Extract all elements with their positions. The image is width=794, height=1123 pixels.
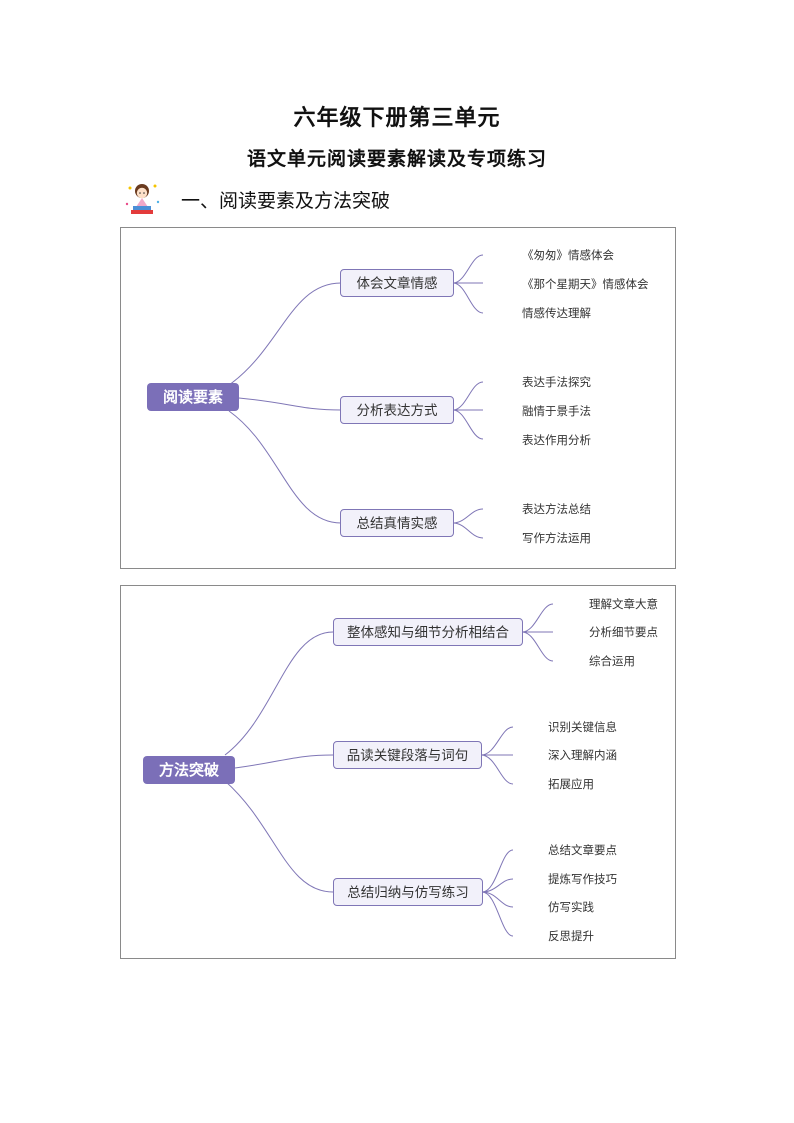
branch-node: 总结真情实感 bbox=[340, 509, 454, 537]
leaf-item: 深入理解内涵 bbox=[548, 748, 617, 762]
branch-node: 品读关键段落与词句 bbox=[333, 741, 482, 769]
mindmap-method-breakthrough: 方法突破 整体感知与细节分析相结合 品读关键段落与词句 总结归纳与仿写练习 理解… bbox=[120, 585, 676, 959]
mindmap-connectors bbox=[224, 603, 554, 937]
leaf-item: 表达方法总结 bbox=[522, 502, 591, 516]
document-title: 六年级下册第三单元 bbox=[293, 106, 501, 131]
leaf-item: 拓展应用 bbox=[548, 777, 594, 791]
leaf-item: 综合运用 bbox=[589, 654, 635, 668]
leaf-item: 识别关键信息 bbox=[548, 720, 617, 734]
leaf-item: 表达作用分析 bbox=[522, 433, 591, 447]
branch-node: 体会文章情感 bbox=[340, 269, 454, 297]
leaf-item: 总结文章要点 bbox=[548, 843, 617, 857]
leaf-item: 分析细节要点 bbox=[589, 625, 658, 639]
branch-node: 分析表达方式 bbox=[340, 396, 454, 424]
leaf-item: 《那个星期天》情感体会 bbox=[522, 277, 649, 291]
mindmap-connectors bbox=[228, 254, 484, 539]
leaf-item: 理解文章大意 bbox=[589, 597, 658, 611]
leaf-item: 融情于景手法 bbox=[522, 404, 591, 418]
leaf-item: 表达手法探究 bbox=[522, 375, 591, 389]
leaf-item: 提炼写作技巧 bbox=[548, 872, 617, 886]
mindmap-root: 方法突破 bbox=[143, 756, 235, 784]
leaf-item: 仿写实践 bbox=[548, 900, 594, 914]
leaf-item: 情感传达理解 bbox=[522, 306, 591, 320]
mindmap-root: 阅读要素 bbox=[147, 383, 239, 411]
cartoon-girl-icon bbox=[125, 184, 160, 214]
mindmap-reading-elements: 阅读要素 体会文章情感 分析表达方式 总结真情实感 《匆匆》情感体会 《那个星期… bbox=[120, 227, 676, 569]
leaf-item: 反思提升 bbox=[548, 929, 594, 943]
branch-node: 总结归纳与仿写练习 bbox=[333, 878, 483, 906]
leaf-item: 写作方法运用 bbox=[522, 531, 591, 545]
branch-node: 整体感知与细节分析相结合 bbox=[333, 618, 523, 646]
leaf-item: 《匆匆》情感体会 bbox=[522, 248, 614, 262]
section-heading: 一、阅读要素及方法突破 bbox=[181, 190, 391, 212]
document-subtitle: 语文单元阅读要素解读及专项练习 bbox=[246, 148, 547, 170]
